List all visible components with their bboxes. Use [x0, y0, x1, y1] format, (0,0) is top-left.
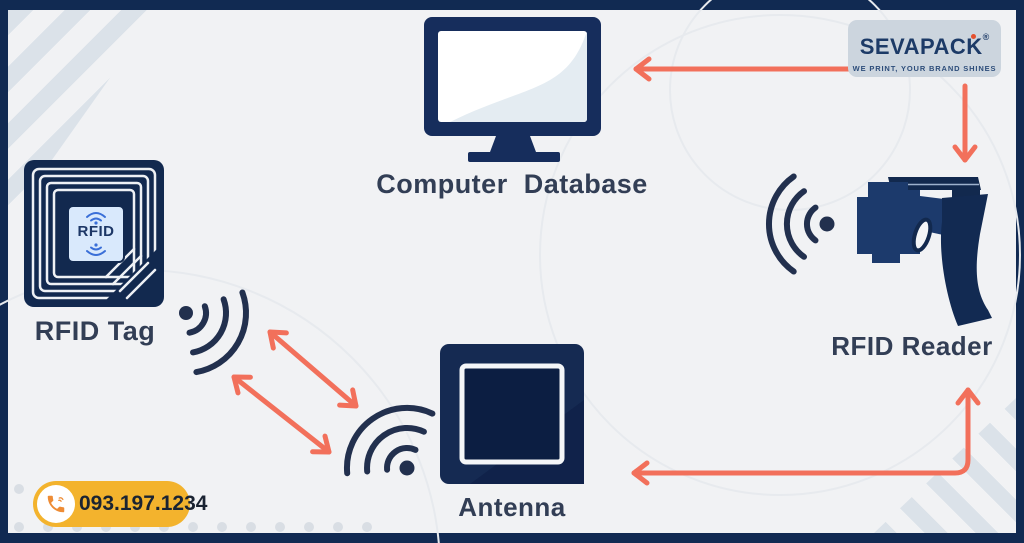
reader-radio-waves-icon: [765, 173, 835, 275]
flow-arrows: [231, 56, 981, 486]
arrow-tag-antenna-1: [267, 329, 359, 409]
logo-c-dot-icon: [970, 33, 976, 39]
antenna-icon: [440, 344, 584, 484]
computer-database-label: Computer Database: [376, 169, 648, 199]
arrow-tag-antenna-2: [231, 374, 332, 455]
computer-monitor-icon: [424, 17, 601, 162]
rfid-reader-gun-icon: [857, 177, 992, 326]
rfid-reader-label: RFID Reader: [831, 331, 993, 361]
antenna-label: Antenna: [458, 492, 566, 522]
dots-pattern: [14, 522, 372, 532]
rfid-tag-icon: [24, 160, 164, 307]
brand-name: SEVAPACK: [859, 33, 983, 59]
phone-icon: [47, 495, 65, 513]
dot-decor: [14, 484, 24, 494]
phone-number: 093.197.1234: [79, 492, 208, 515]
tag-radio-waves-icon: [179, 289, 249, 376]
chip-wifi-icon: [86, 212, 106, 256]
bottom-border-bar: [0, 533, 1024, 543]
rfid-chip-text: RFID: [77, 223, 115, 240]
brand-name-row: SEVAPACK®: [860, 25, 990, 62]
top-border-bar: [0, 0, 1024, 10]
brand-logo-card: SEVAPACK® WE PRINT, YOUR BRAND SHINES: [848, 20, 1001, 77]
brand-tagline: WE PRINT, YOUR BRAND SHINES: [852, 63, 997, 73]
left-border-bar: [0, 0, 8, 543]
arrow-reader-antenna-elbow: [631, 387, 981, 486]
registered-mark: ®: [982, 31, 990, 42]
rfid-tag-label: RFID Tag: [34, 316, 156, 346]
phone-icon-circle: [37, 485, 75, 523]
phone-badge: 093.197.1234: [33, 481, 208, 527]
antenna-radio-waves-icon: [343, 404, 436, 477]
